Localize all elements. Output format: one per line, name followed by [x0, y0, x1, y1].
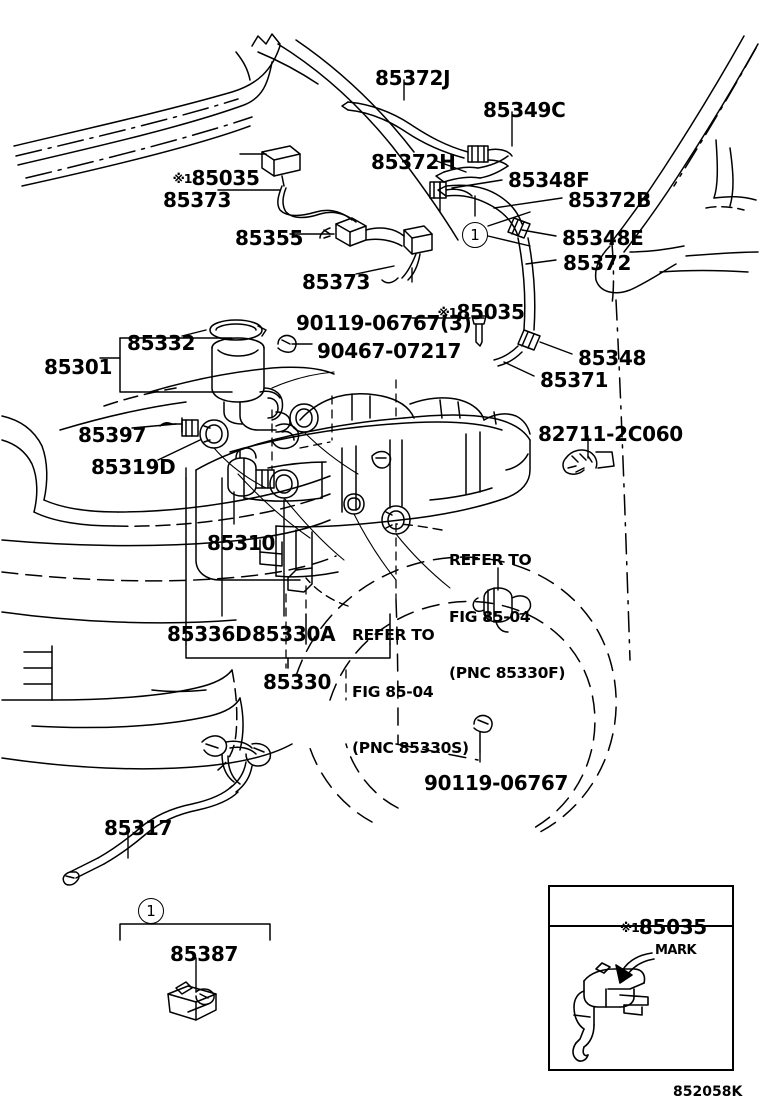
harness-85317	[62, 735, 272, 886]
part-label-85372B: 85372B	[568, 188, 652, 212]
pump-85330F	[472, 587, 532, 633]
leader-lines	[99, 79, 589, 993]
inset-mark-label: MARK	[655, 943, 697, 958]
refer-to-block-85330S: REFER TO FIG 85-04 (PNC 85330S)	[352, 588, 469, 796]
part-label-85330A: 85330A	[252, 622, 336, 646]
refer-line-1: REFER TO	[449, 550, 532, 569]
group-bracket-85301	[119, 337, 233, 393]
part-label-85319D: 85319D	[91, 455, 176, 479]
refer-line-2: FIG 85-04	[352, 682, 434, 701]
inset-nozzle-drawing	[572, 952, 655, 1062]
clip-82711	[562, 449, 615, 475]
part-label-85397: 85397	[78, 423, 147, 447]
washer-level-sensor-85397	[159, 417, 199, 437]
part-label-90119-06767: 90119-06767	[424, 771, 569, 795]
part-label-85330: 85330	[263, 670, 332, 694]
fastener-90467-clip	[277, 334, 297, 353]
part-label-85349C: 85349C	[483, 98, 566, 122]
part-label-85348F: 85348F	[508, 168, 590, 192]
tank-grommets	[199, 403, 411, 535]
part-number-text: 85035	[456, 300, 525, 324]
part-label-85301: 85301	[44, 355, 113, 379]
diagram-code: 852058K	[673, 1084, 743, 1100]
part-label-85373-upper: 85373	[163, 188, 232, 212]
part-label-85035-upper: ※185035	[146, 147, 260, 210]
part-label-85348E: 85348E	[562, 226, 644, 250]
fastener-90119-upper	[471, 315, 487, 347]
part-label-85371: 85371	[540, 368, 609, 392]
inset-part-number: 85035	[638, 915, 707, 939]
part-label-85332: 85332	[127, 331, 196, 355]
part-label-85035-lower: ※185035	[411, 281, 525, 344]
refer-to-block-85330F: REFER TO FIG 85-04 (PNC 85330F)	[449, 513, 565, 721]
refer-line-3: (PNC 85330F)	[449, 664, 566, 683]
hose-assembly-upper-right	[341, 101, 541, 367]
fastener-90119-lower	[473, 714, 493, 753]
hairline-pointers	[213, 371, 451, 589]
inset-detail-85035: ※185035 MARK	[548, 885, 734, 1071]
part-number-text: 85035	[191, 166, 260, 190]
washer-filler-neck	[209, 319, 300, 450]
part-label-85372H: 85372H	[371, 150, 456, 174]
inset-title: ※185035	[580, 896, 707, 959]
part-label-85373-lower: 85373	[302, 270, 371, 294]
star-mark-1-lower: ※1	[437, 305, 458, 320]
washer-pump-85310	[227, 447, 275, 497]
body-cowl-outline	[13, 33, 459, 241]
clip-85387	[167, 981, 217, 1021]
part-label-90467-07217: 90467-07217	[317, 339, 462, 363]
callout-circle-1-lower: 1	[138, 898, 164, 924]
part-label-85310: 85310	[207, 531, 276, 555]
star-mark-1-upper: ※1	[172, 171, 193, 186]
part-label-85336D: 85336D	[167, 622, 252, 646]
washer-tank-body	[195, 392, 531, 593]
callout-circle-1-upper: 1	[462, 222, 488, 248]
part-label-85317: 85317	[104, 816, 173, 840]
star-mark-1-inset: ※1	[619, 920, 640, 935]
wheel-arch-inner	[395, 599, 479, 761]
part-label-82711-2C060: 82711-2C060	[538, 422, 683, 446]
part-label-85372: 85372	[563, 251, 632, 275]
part-label-85372J: 85372J	[375, 66, 451, 90]
group-bracket-85330	[185, 477, 391, 669]
part-label-85355: 85355	[235, 226, 304, 250]
wheel-arch-outline	[295, 556, 617, 833]
body-right-fender-outline	[594, 35, 759, 661]
body-front-left-outline	[1, 366, 337, 771]
refer-line-3: (PNC 85330S)	[352, 739, 469, 758]
part-label-85387: 85387	[170, 942, 239, 966]
refer-line-2: FIG 85-04	[449, 607, 531, 626]
tank-construction-lines	[271, 379, 397, 701]
inset-divider	[550, 925, 732, 927]
refer-line-1: REFER TO	[352, 625, 435, 644]
part-label-85348: 85348	[578, 346, 647, 370]
part-label-90119-06767-3: 90119-06767(3)	[296, 311, 472, 335]
